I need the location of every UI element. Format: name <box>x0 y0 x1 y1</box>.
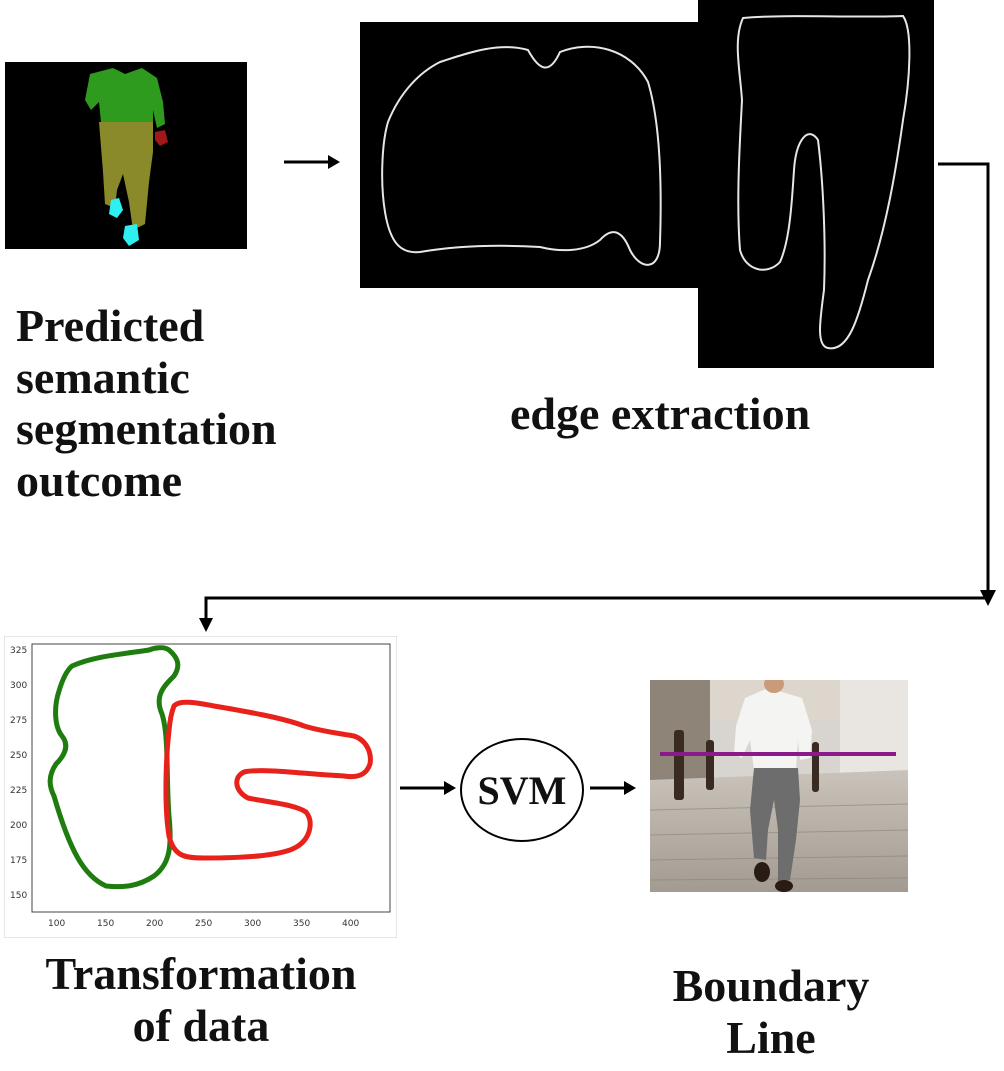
y-tick-300: 300 <box>10 681 27 691</box>
edge-image-torso <box>360 22 702 288</box>
x-tick-400: 400 <box>342 919 359 929</box>
svm-node: SVM <box>460 738 584 842</box>
person-shirt <box>734 688 812 770</box>
x-tick-300: 300 <box>244 919 261 929</box>
segmentation-caption: Predicted semantic segmentation outcome <box>16 300 277 506</box>
svm-label: SVM <box>477 767 567 813</box>
boundary-photo <box>650 680 908 892</box>
x-tick-350: 350 <box>293 919 310 929</box>
y-tick-225: 225 <box>10 786 27 796</box>
x-tick-150: 150 <box>97 919 114 929</box>
x-tick-200: 200 <box>146 919 163 929</box>
torso-edge-contour <box>381 45 662 266</box>
y-tick-200: 200 <box>10 821 27 831</box>
x-tick-100: 100 <box>48 919 65 929</box>
legs-edge-contour <box>736 14 911 350</box>
left-foot-region <box>109 198 123 218</box>
transform-caption: Transformation of data <box>45 948 357 1051</box>
edge-caption: edge extraction <box>510 388 811 439</box>
x-tick-250: 250 <box>195 919 212 929</box>
y-tick-150: 150 <box>10 891 27 901</box>
arrow-edge-to-transform <box>199 162 996 632</box>
y-tick-250: 250 <box>10 751 27 761</box>
arrow-svm-to-boundary <box>590 781 636 795</box>
boundary-caption: Boundary Line <box>672 960 870 1063</box>
right-foot-region <box>123 224 139 246</box>
y-tick-325: 325 <box>10 646 27 656</box>
arrow-segmentation-to-edge <box>284 155 340 169</box>
red-contour-curve <box>163 699 373 861</box>
y-tick-275: 275 <box>10 716 27 726</box>
y-tick-175: 175 <box>10 856 27 866</box>
person-trousers <box>750 768 800 882</box>
segmentation-image <box>5 62 247 249</box>
edge-image-legs <box>698 0 934 368</box>
hand-region <box>155 130 168 146</box>
arrow-transform-to-svm <box>400 781 456 795</box>
transformation-plot: 325 300 275 250 225 200 175 150 100 150 … <box>4 636 397 938</box>
green-contour-curve <box>47 645 181 890</box>
torso-region <box>85 68 165 128</box>
